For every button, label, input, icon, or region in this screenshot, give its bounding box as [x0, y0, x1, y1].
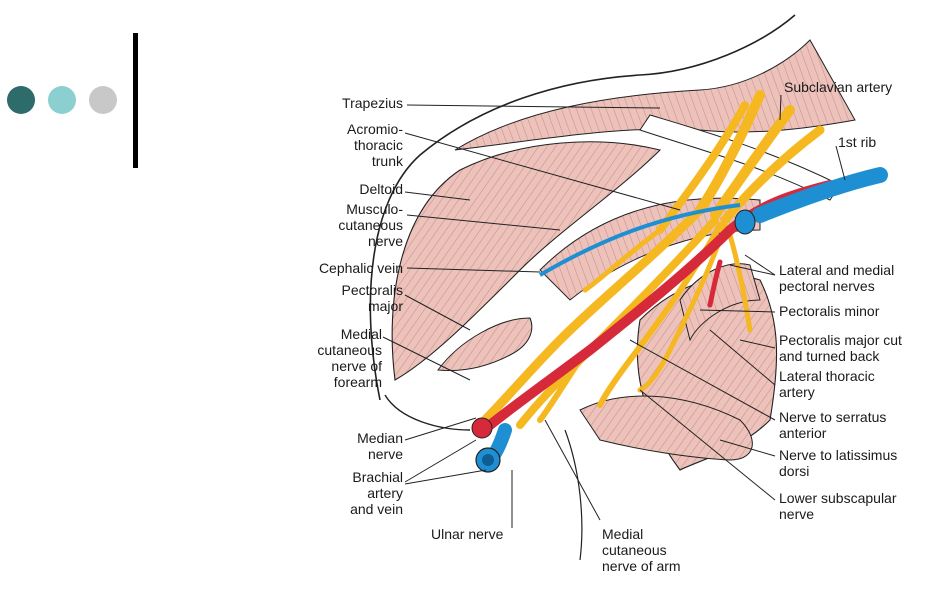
- slide-dot-1-icon: [7, 86, 35, 114]
- label-cephalic-vein: Cephalic vein: [318, 260, 403, 276]
- cephalic-vein: [538, 203, 741, 277]
- label-pectoralis-minor: Pectoralis minor: [779, 303, 880, 319]
- label-musculocutaneous-nerve: Musculo- cutaneous nerve: [338, 201, 403, 249]
- vertical-rule: [133, 33, 138, 168]
- leader-lines-right: [629, 94, 846, 501]
- trapezius-muscle: [454, 39, 856, 151]
- arm-outline: [384, 394, 471, 431]
- label-acromiothoracic-trunk: Acromio- thoracic trunk: [346, 121, 403, 169]
- label-nerve-serratus: Nerve to serratus anterior: [779, 409, 887, 441]
- label-lateral-thoracic-artery: Lateral thoracic artery: [779, 368, 875, 400]
- label-subclavian-artery: Subclavian artery: [784, 79, 893, 95]
- leader-lines-left: [382, 104, 681, 528]
- axillary-vein: [752, 167, 888, 223]
- slide-dot-3-icon: [89, 86, 117, 114]
- brachial-artery-end: [471, 417, 493, 439]
- label-first-rib: 1st rib: [838, 134, 877, 150]
- label-brachial-artery-vein: Brachial artery and vein: [350, 469, 403, 517]
- subclavian-vein-end: [734, 209, 756, 235]
- chest-wall-outline: [564, 429, 583, 561]
- label-pectoralis-major: Pectoralis major: [341, 282, 403, 314]
- label-pectoral-nerves: Lateral and medial pectoral nerves: [779, 262, 895, 294]
- label-ulnar-nerve: Ulnar nerve: [431, 526, 504, 542]
- slide-dot-2-icon: [48, 86, 76, 114]
- lower-chest-muscle: [579, 395, 753, 461]
- label-trapezius: Trapezius: [342, 95, 403, 111]
- deltoid-muscle: [391, 141, 662, 381]
- label-medial-cutaneous-arm: Medial cutaneous nerve of arm: [602, 526, 681, 574]
- label-medial-cutaneous-forearm: Medial cutaneous nerve of forearm: [317, 326, 382, 390]
- label-nerve-latissimus: Nerve to latissimus dorsi: [779, 447, 898, 479]
- label-median-nerve: Median nerve: [357, 430, 403, 462]
- label-deltoid: Deltoid: [359, 181, 403, 197]
- label-lower-subscapular: Lower subscapular nerve: [779, 490, 897, 522]
- pectoralis-major-cut-piece: [437, 317, 533, 371]
- label-pectoralis-major-cut: Pectoralis major cut and turned back: [779, 332, 902, 364]
